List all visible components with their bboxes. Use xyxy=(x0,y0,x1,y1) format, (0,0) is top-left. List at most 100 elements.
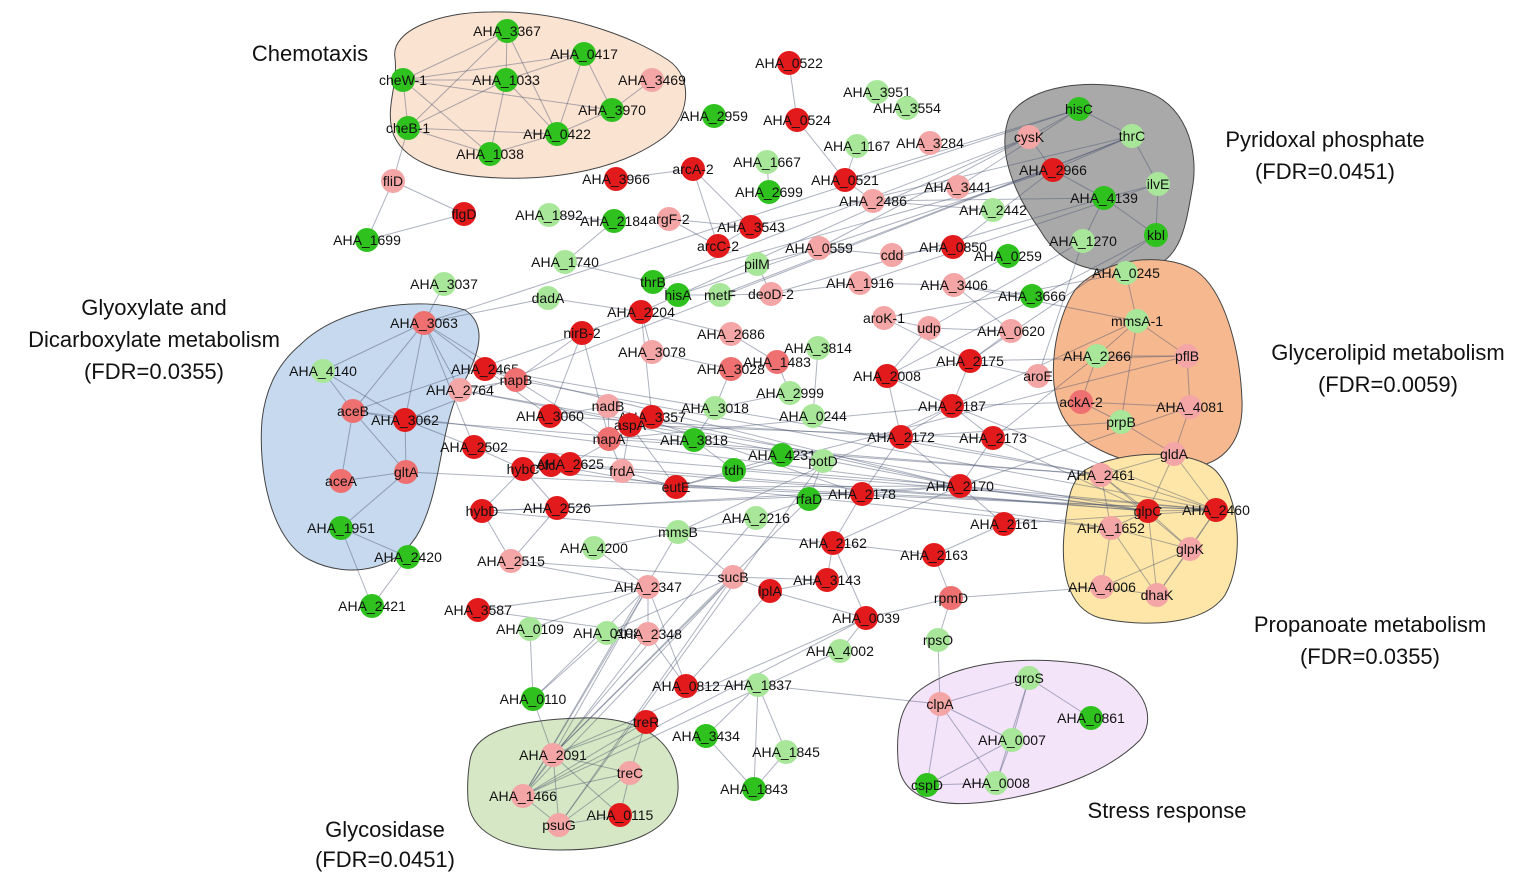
node-rpsO[interactable]: rpsO xyxy=(923,628,953,652)
node-pilM[interactable]: pilM xyxy=(744,252,770,276)
node-AHA_1038[interactable]: AHA_1038 xyxy=(456,142,524,166)
node-AHA_1667[interactable]: AHA_1667 xyxy=(733,150,801,174)
node-AHA_2347[interactable]: AHA_2347 xyxy=(614,575,682,599)
node-aroE[interactable]: aroE xyxy=(1023,364,1053,388)
node-AHA_2204[interactable]: AHA_2204 xyxy=(607,300,675,324)
node-AHA_2764[interactable]: AHA_2764 xyxy=(426,378,494,402)
node-gltA[interactable]: gltA xyxy=(394,460,419,484)
node-AHA_2161[interactable]: AHA_2161 xyxy=(970,512,1038,536)
node-AHA_4081[interactable]: AHA_4081 xyxy=(1156,395,1224,419)
node-cdd[interactable]: cdd xyxy=(880,243,904,267)
node-AHA_3018[interactable]: AHA_3018 xyxy=(681,396,749,420)
node-tdh[interactable]: tdh xyxy=(722,458,746,482)
node-AHA_3951[interactable]: AHA_3951 xyxy=(843,80,911,104)
node-ilvE[interactable]: ilvE xyxy=(1146,172,1170,196)
node-flgD[interactable]: flgD xyxy=(452,202,477,226)
node-AHA_1483[interactable]: AHA_1483 xyxy=(743,350,811,374)
node-hybD[interactable]: hybD xyxy=(466,499,499,523)
node-AHA_4140[interactable]: AHA_4140 xyxy=(289,359,357,383)
node-aspA[interactable]: aspA xyxy=(614,413,647,437)
node-arcA-2[interactable]: arcA-2 xyxy=(672,157,714,181)
node-arcC-2[interactable]: arcC-2 xyxy=(697,234,739,258)
node-AHA_2216[interactable]: AHA_2216 xyxy=(722,506,790,530)
node-aroK-1[interactable]: aroK-1 xyxy=(863,306,905,330)
node-AHA_2178[interactable]: AHA_2178 xyxy=(828,482,896,506)
node-AHA_2999[interactable]: AHA_2999 xyxy=(756,381,824,405)
node-napB[interactable]: napB xyxy=(500,368,533,392)
node-glpK[interactable]: glpK xyxy=(1176,537,1205,561)
node-rpmD[interactable]: rpmD xyxy=(934,586,968,610)
node-AHA_0244[interactable]: AHA_0244 xyxy=(779,404,847,428)
node-kbl[interactable]: kbl xyxy=(1144,223,1168,247)
node-nirB-2[interactable]: nirB-2 xyxy=(563,321,601,345)
node-AHA_0422[interactable]: AHA_0422 xyxy=(523,122,591,146)
node-AHA_0524[interactable]: AHA_0524 xyxy=(763,108,831,132)
node-AHA_3666[interactable]: AHA_3666 xyxy=(998,284,1066,308)
node-AHA_2686[interactable]: AHA_2686 xyxy=(697,322,765,346)
node-AHA_0108[interactable]: AHA_0108 xyxy=(573,621,641,645)
node-AHA_3469[interactable]: AHA_3469 xyxy=(618,68,686,92)
node-AHA_3441[interactable]: AHA_3441 xyxy=(924,175,992,199)
node-AHA_2008[interactable]: AHA_2008 xyxy=(853,364,921,388)
node-AHA_2442[interactable]: AHA_2442 xyxy=(959,198,1027,222)
node-AHA_2170[interactable]: AHA_2170 xyxy=(926,474,994,498)
node-AHA_2966[interactable]: AHA_2966 xyxy=(1019,158,1087,182)
node-AHA_3284[interactable]: AHA_3284 xyxy=(896,131,964,155)
node-AHA_0039[interactable]: AHA_0039 xyxy=(832,606,900,630)
node-AHA_2421[interactable]: AHA_2421 xyxy=(338,594,406,618)
node-AHA_2162[interactable]: AHA_2162 xyxy=(799,531,867,555)
node-AHA_2461[interactable]: AHA_2461 xyxy=(1067,463,1135,487)
node-AHA_1270[interactable]: AHA_1270 xyxy=(1049,229,1117,253)
node-AHA_0861[interactable]: AHA_0861 xyxy=(1057,706,1125,730)
node-AHA_2465[interactable]: AHA_2465 xyxy=(451,357,519,381)
node-AHA_1033[interactable]: AHA_1033 xyxy=(472,68,540,92)
node-AHA_4139[interactable]: AHA_4139 xyxy=(1070,186,1138,210)
node-AHA_0620[interactable]: AHA_0620 xyxy=(977,319,1045,343)
node-clpA[interactable]: clpA xyxy=(926,692,954,716)
node-AHA_3060[interactable]: AHA_3060 xyxy=(516,404,584,428)
node-AHA_1916[interactable]: AHA_1916 xyxy=(826,271,894,295)
node-treC[interactable]: treC xyxy=(617,761,643,785)
node-AHA_3406[interactable]: AHA_3406 xyxy=(920,273,988,297)
node-glpC[interactable]: glpC xyxy=(1134,499,1163,523)
node-frdA[interactable]: frdA xyxy=(609,459,635,483)
node-AHA_3818[interactable]: AHA_3818 xyxy=(660,428,728,452)
node-rfaD[interactable]: rfaD xyxy=(796,487,822,511)
node-AHA_1167[interactable]: AHA_1167 xyxy=(824,134,891,158)
node-AHA_3037[interactable]: AHA_3037 xyxy=(410,272,478,296)
node-cheB-1[interactable]: cheB-1 xyxy=(386,116,431,140)
node-AHA_2502[interactable]: AHA_2502 xyxy=(440,435,508,459)
node-AHA_3367[interactable]: AHA_3367 xyxy=(473,19,541,43)
node-cysK[interactable]: cysK xyxy=(1014,125,1045,149)
node-AHA_3063[interactable]: AHA_3063 xyxy=(390,311,458,335)
node-AHA_1951[interactable]: AHA_1951 xyxy=(307,516,375,540)
node-AHA_0850[interactable]: AHA_0850 xyxy=(919,235,987,259)
node-mmsA-1[interactable]: mmsA-1 xyxy=(1111,309,1163,333)
node-AHA_3587[interactable]: AHA_3587 xyxy=(444,598,512,622)
node-AHA_4006[interactable]: AHA_4006 xyxy=(1068,575,1136,599)
node-AHA_1892[interactable]: AHA_1892 xyxy=(515,203,583,227)
node-AHA_2173[interactable]: AHA_2173 xyxy=(959,426,1027,450)
node-potD[interactable]: potD xyxy=(808,449,838,473)
node-AHA_0245[interactable]: AHA_0245 xyxy=(1092,261,1160,285)
node-thrC[interactable]: thrC xyxy=(1119,124,1145,148)
node-hisC[interactable]: hisC xyxy=(1065,97,1093,121)
node-cspD[interactable]: cspD xyxy=(911,773,943,797)
node-AHA_3543[interactable]: AHA_3543 xyxy=(717,215,785,239)
node-groS[interactable]: groS xyxy=(1014,666,1044,690)
node-AHA_3554[interactable]: AHA_3554 xyxy=(873,96,941,120)
node-hisA[interactable]: hisA xyxy=(664,283,692,307)
node-AHA_1843[interactable]: AHA_1843 xyxy=(720,777,788,801)
node-AHA_1845[interactable]: AHA_1845 xyxy=(752,740,820,764)
node-treR[interactable]: treR xyxy=(633,710,659,734)
node-dadA[interactable]: dadA xyxy=(532,286,565,310)
node-AHA_2526[interactable]: AHA_2526 xyxy=(523,496,591,520)
node-udp[interactable]: udp xyxy=(917,316,941,340)
node-AHA_1466[interactable]: AHA_1466 xyxy=(489,784,557,808)
node-nadB[interactable]: nadB xyxy=(592,394,625,418)
node-AHA_0522[interactable]: AHA_0522 xyxy=(755,51,823,75)
node-aceA[interactable]: aceA xyxy=(325,469,358,493)
node-dhaK[interactable]: dhaK xyxy=(1141,583,1174,607)
node-AHA_4231[interactable]: AHA_4231 xyxy=(748,443,816,467)
node-AHA_0259[interactable]: AHA_0259 xyxy=(974,244,1042,268)
